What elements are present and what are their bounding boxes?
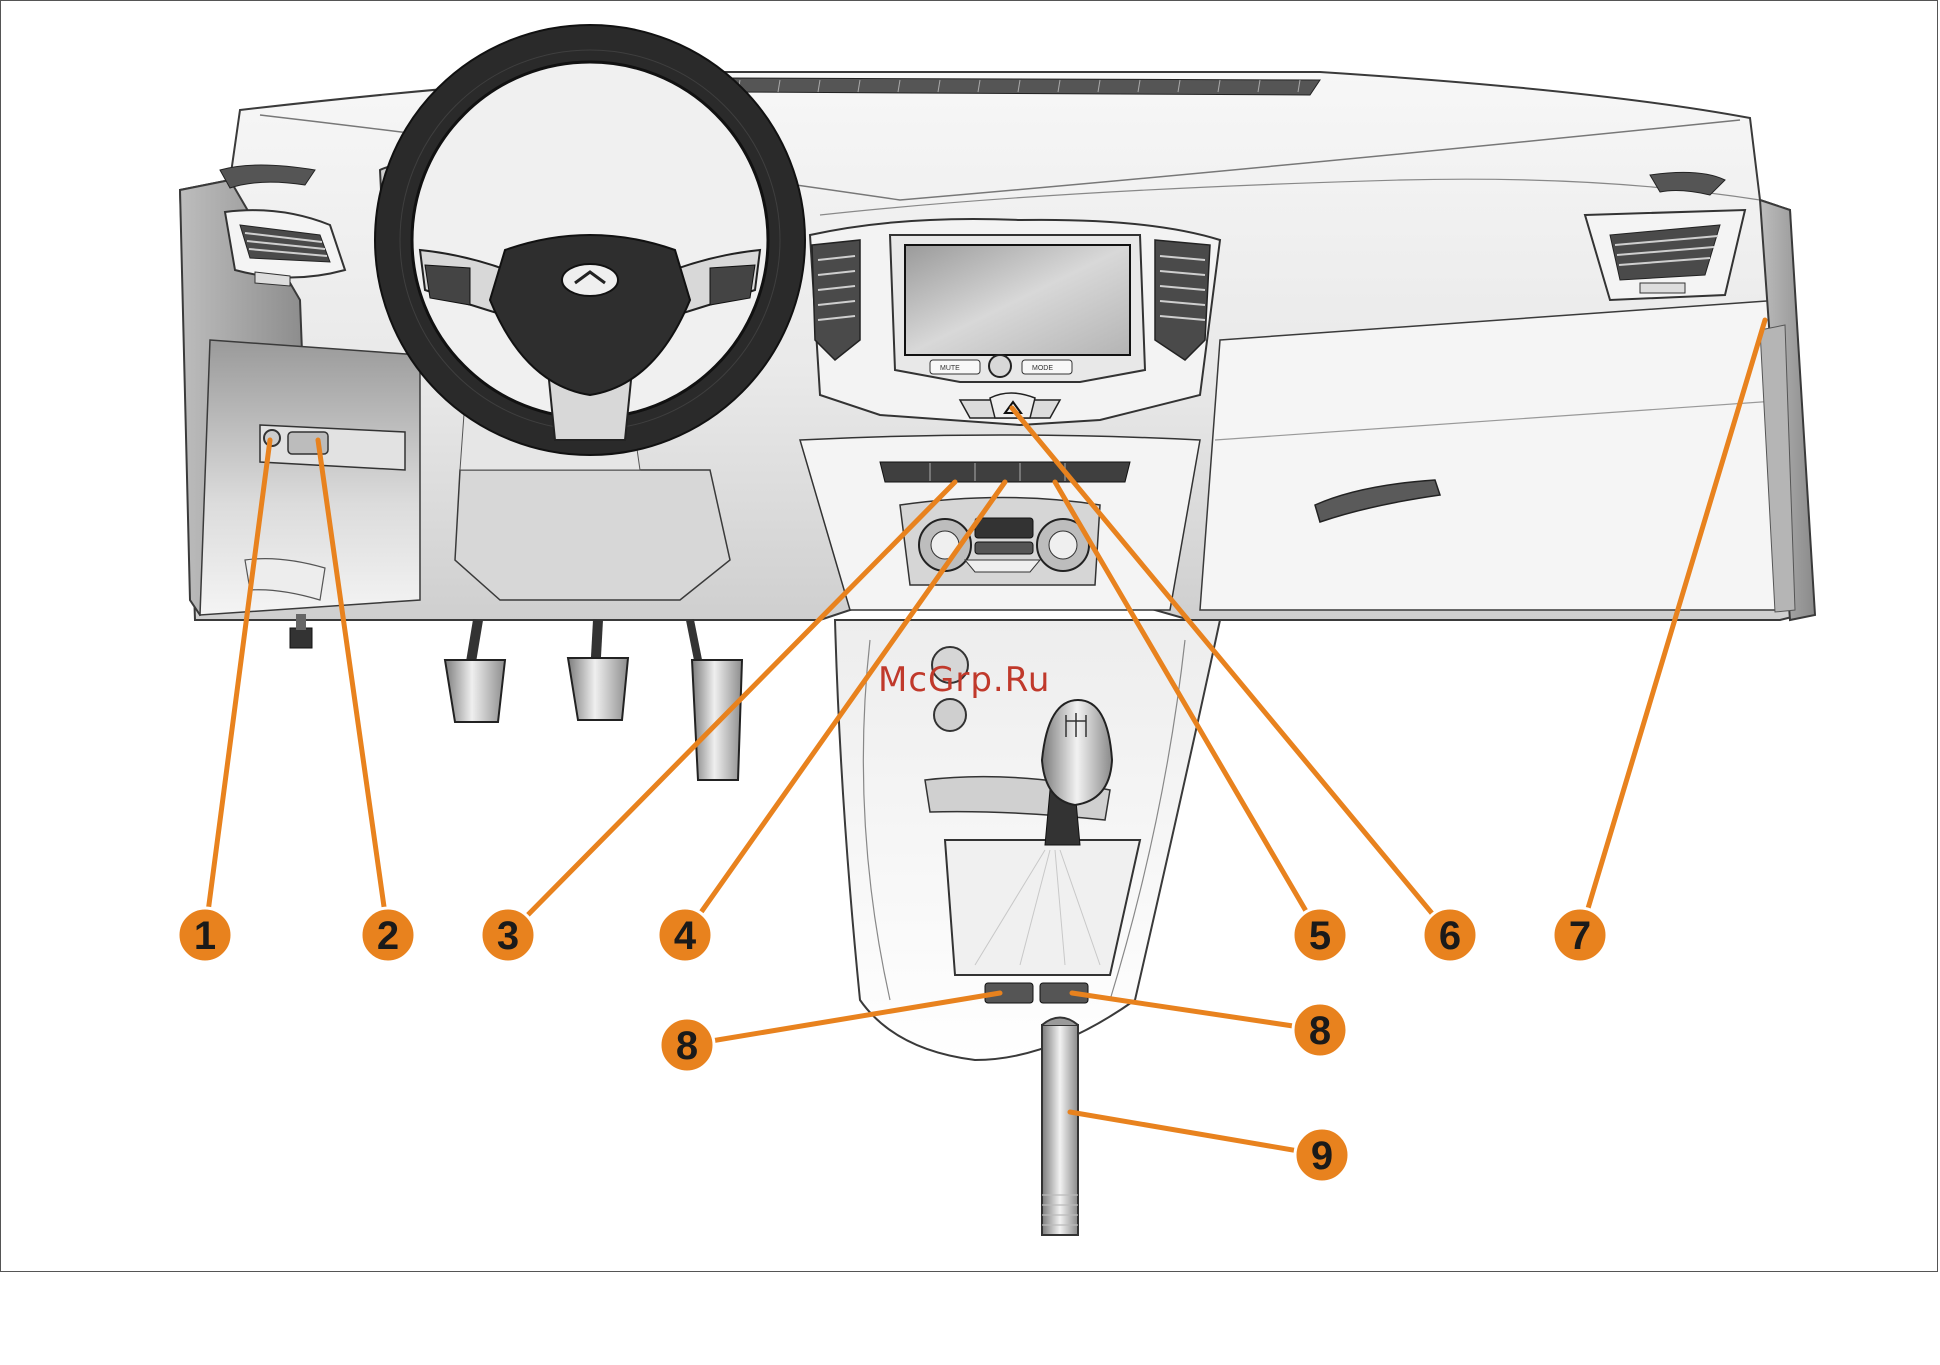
callout-1: 1 bbox=[178, 908, 232, 962]
volume-knob-icon bbox=[989, 355, 1011, 377]
steering-wheel bbox=[375, 25, 805, 455]
brake-pedal bbox=[568, 658, 628, 720]
callout-8a: 8 bbox=[660, 1018, 714, 1072]
climate-panel bbox=[800, 435, 1200, 610]
callout-5: 5 bbox=[1293, 908, 1347, 962]
callout-number-1: 1 bbox=[194, 914, 216, 958]
callout-number-8b: 8 bbox=[1309, 1009, 1331, 1053]
lighter-icon bbox=[934, 699, 966, 731]
callout-number-3: 3 bbox=[497, 914, 519, 958]
callout-2: 2 bbox=[361, 908, 415, 962]
pedals bbox=[445, 620, 742, 780]
center-tunnel bbox=[835, 620, 1220, 1235]
callout-9: 9 bbox=[1295, 1128, 1349, 1182]
watermark-text: McGrp.Ru bbox=[878, 660, 1050, 700]
callout-number-9: 9 bbox=[1311, 1134, 1333, 1178]
callout-number-4: 4 bbox=[674, 914, 697, 958]
callout-number-6: 6 bbox=[1439, 914, 1461, 958]
callout-number-7: 7 bbox=[1569, 914, 1591, 958]
parking-brake-lever bbox=[1042, 1025, 1078, 1235]
callout-8b: 8 bbox=[1293, 1003, 1347, 1057]
mute-button-label: MUTE bbox=[940, 365, 960, 372]
leader-line-9 bbox=[1070, 1112, 1322, 1155]
mode-button-label: MODE bbox=[1032, 365, 1053, 372]
callout-number-2: 2 bbox=[377, 914, 399, 958]
gear-knob bbox=[1042, 700, 1112, 805]
callout-6: 6 bbox=[1423, 908, 1477, 962]
multimedia-screen bbox=[905, 245, 1130, 355]
clutch-pedal bbox=[445, 660, 505, 722]
center-stack: MUTE MODE bbox=[810, 219, 1220, 425]
callout-7: 7 bbox=[1553, 908, 1607, 962]
brand-logo-icon bbox=[562, 264, 618, 296]
callout-4: 4 bbox=[658, 908, 712, 962]
callout-number-8a: 8 bbox=[676, 1024, 698, 1068]
callout-number-5: 5 bbox=[1309, 914, 1331, 958]
callout-3: 3 bbox=[481, 908, 535, 962]
